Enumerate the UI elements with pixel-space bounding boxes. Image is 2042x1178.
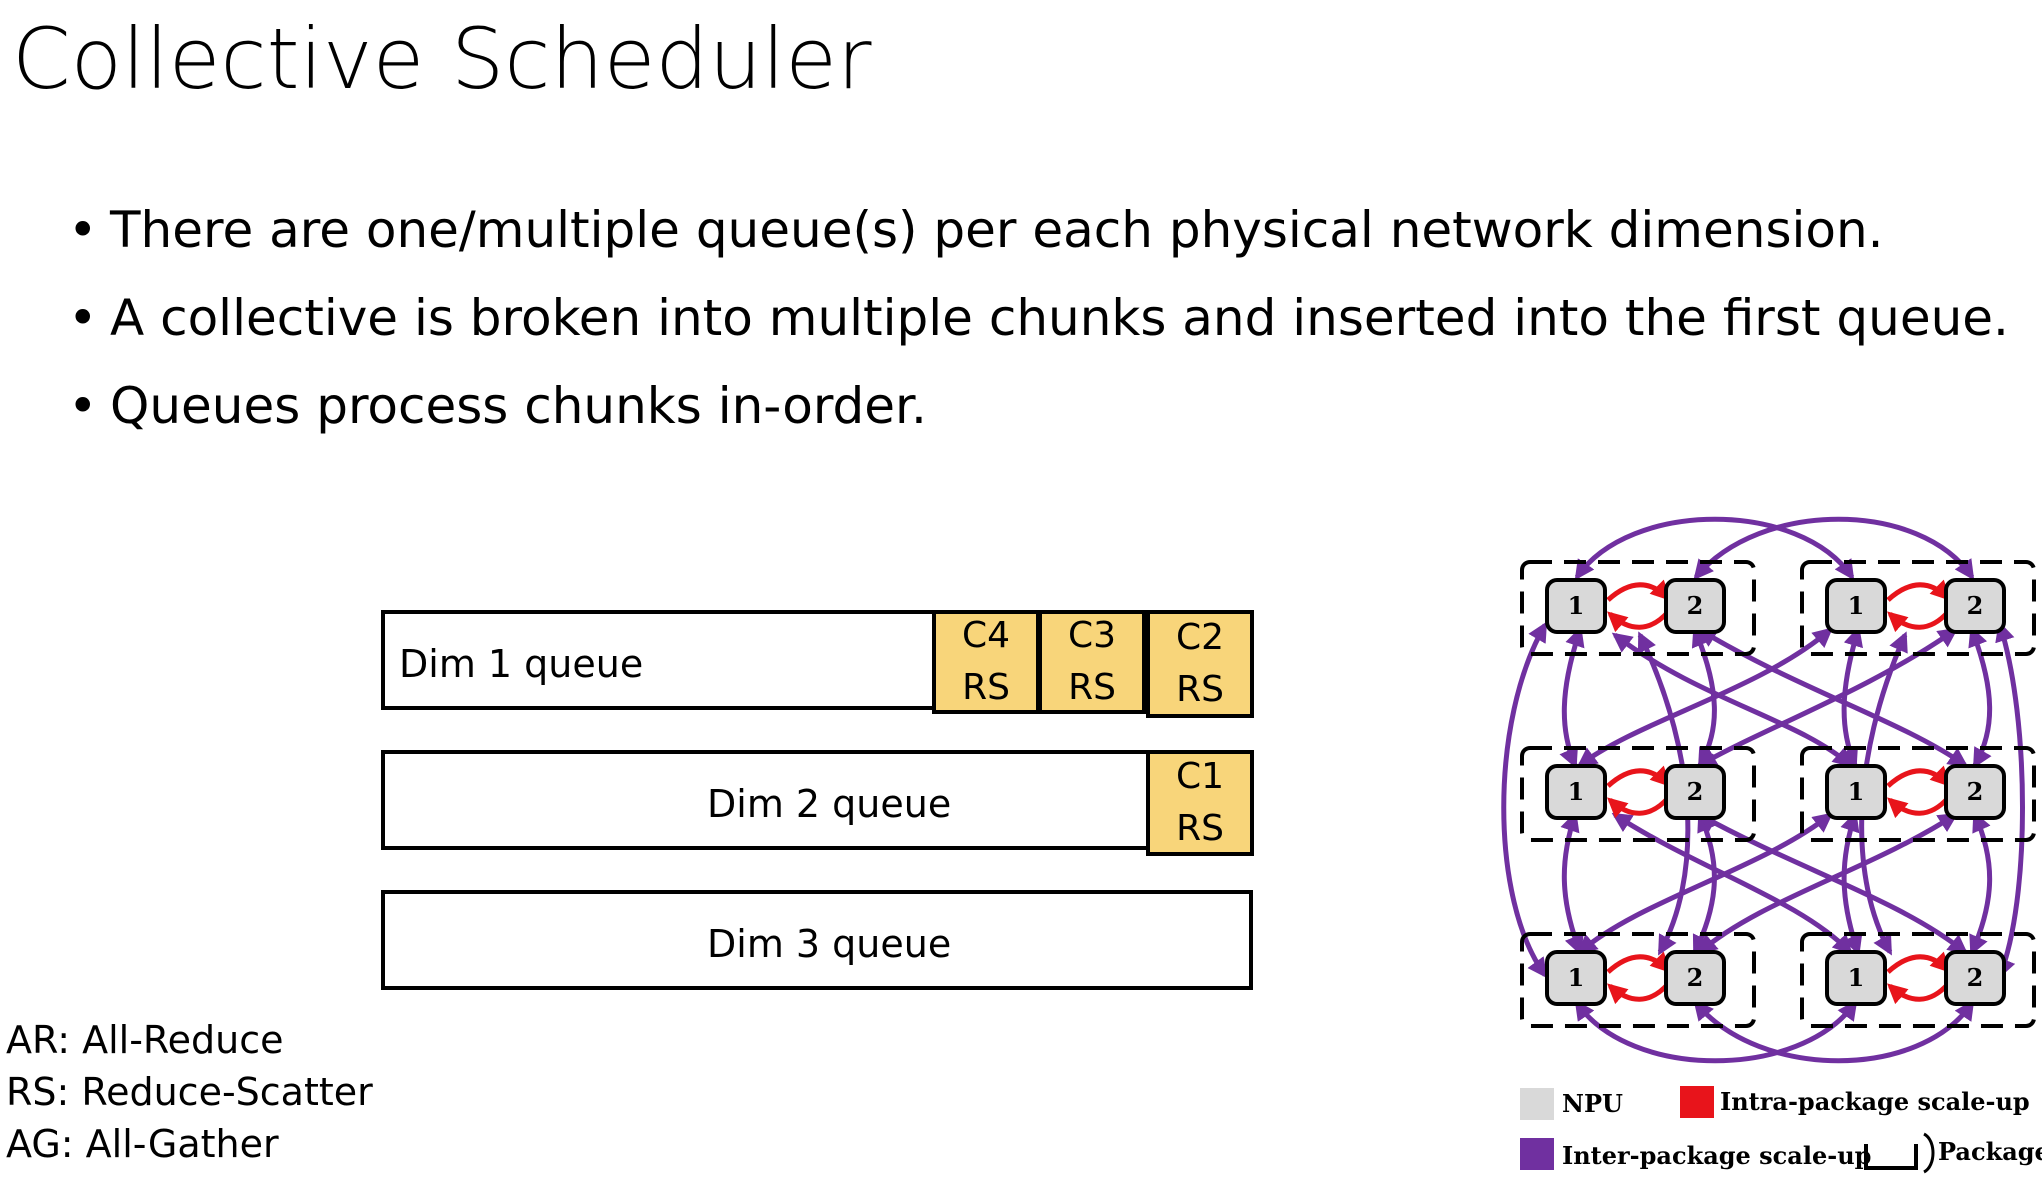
- bullet-item: •There are one/multiple queue(s) per eac…: [68, 201, 1884, 259]
- npu-label: 1: [1568, 777, 1585, 806]
- legend-package-swatch: [1864, 1144, 1918, 1170]
- abbrev-rs: RS: Reduce-Scatter: [6, 1070, 373, 1114]
- legend-npu-label: NPU: [1562, 1089, 1623, 1118]
- npu-label: 1: [1848, 963, 1865, 992]
- queue-label: Dim 2 queue: [707, 782, 952, 826]
- slide-title: Collective Scheduler: [12, 10, 872, 108]
- bullet-item: •Queues process chunks in-order.: [68, 377, 927, 435]
- npu-label: 2: [1967, 591, 1984, 620]
- npu-label: 1: [1848, 777, 1865, 806]
- queue-label: Dim 3 queue: [707, 922, 952, 966]
- npu-label: 2: [1687, 963, 1704, 992]
- legend-package-label: Package: [1938, 1137, 2042, 1166]
- queue-label: Dim 1 queue: [399, 642, 644, 686]
- npu-nodes: [1545, 578, 2006, 1006]
- npu-label: 2: [1967, 777, 1984, 806]
- abbrev-ag: AG: All-Gather: [6, 1122, 279, 1166]
- abbrev-ar: AR: All-Reduce: [6, 1018, 284, 1062]
- legend-intra-label: Intra-package scale-up: [1720, 1087, 2030, 1116]
- npu-label: 1: [1568, 591, 1585, 620]
- intra-package-links: [1606, 579, 1951, 1005]
- legend-npu-swatch: [1520, 1088, 1554, 1120]
- npu-label: 2: [1687, 777, 1704, 806]
- legend-inter-swatch: [1520, 1138, 1554, 1170]
- legend-intra-swatch: [1680, 1086, 1714, 1118]
- bullet-list: •There are one/multiple queue(s) per eac…: [60, 186, 2009, 450]
- npu-label: 1: [1848, 591, 1865, 620]
- npu-label: 1: [1568, 963, 1585, 992]
- bullet-item: •A collective is broken into multiple ch…: [68, 289, 2009, 347]
- npu-label: 2: [1687, 591, 1704, 620]
- npu-label: 2: [1967, 963, 1984, 992]
- dim2-queue: Dim 2 queue: [381, 750, 1253, 850]
- dim3-queue: Dim 3 queue: [381, 890, 1253, 990]
- legend-inter-label: Inter-package scale-up: [1562, 1141, 1871, 1170]
- package-boxes: [1520, 560, 2036, 1028]
